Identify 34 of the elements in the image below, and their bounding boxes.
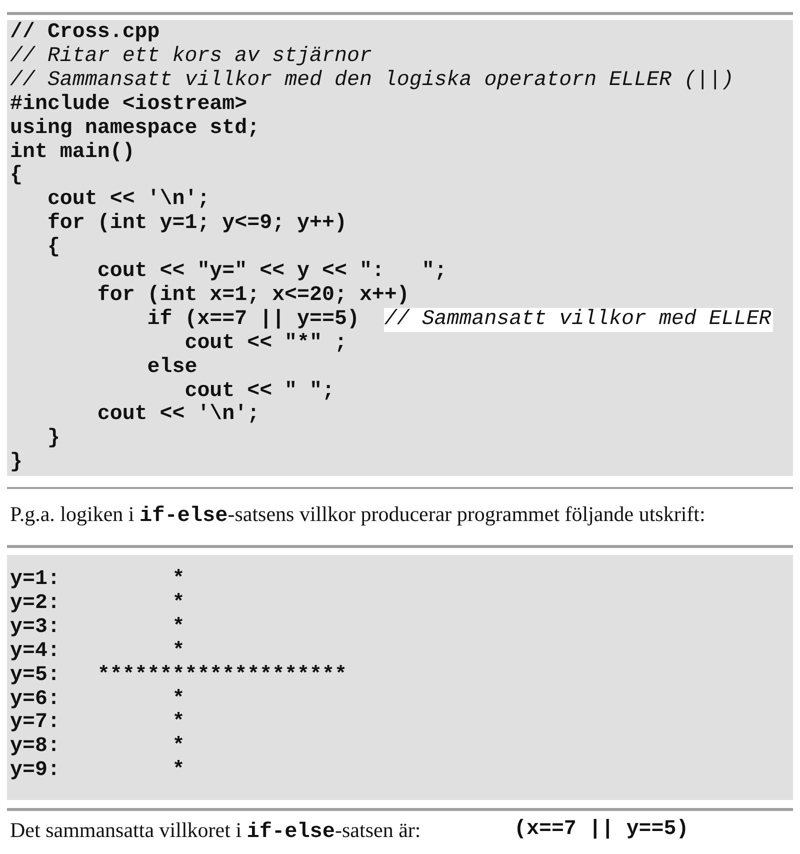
code-line: for (int x=1; x<=20; x++) <box>97 284 410 308</box>
output-line: y=9: * <box>10 759 185 784</box>
code-line: using namespace std; <box>10 116 260 141</box>
body-text: Det sammansatta villkoret i if-else-satsen är: <box>10 818 421 844</box>
body-text: P.g.a. logiken i if-else-satsens villkor producerar programmet följande utskrift: <box>10 502 706 528</box>
code-comment: // Ritar ett kors av stjärnor <box>10 44 372 69</box>
code-line: if (x==7 || y==5) <box>147 308 360 332</box>
code-comment: // Cross.cpp <box>10 21 160 45</box>
program-output-panel <box>7 555 793 800</box>
output-line: y=8: * <box>10 735 185 760</box>
code-line: } <box>47 427 60 452</box>
code-line: else <box>147 356 198 380</box>
output-line: y=3: * <box>10 616 185 640</box>
output-line: y=4: * <box>10 640 185 664</box>
output-line: y=7: * <box>10 711 185 736</box>
code-line: #include <iostream> <box>10 92 248 117</box>
code-line: } <box>10 451 22 476</box>
condition-expression: (x==7 || y==5) <box>514 818 689 842</box>
code-line: int main() <box>10 140 135 164</box>
code-line: { <box>10 164 22 188</box>
code-listing-panel <box>7 20 793 476</box>
code-comment: // Sammansatt villkor med ELLER <box>384 308 774 332</box>
code-line: for (int y=1; y<=9; y++) <box>47 212 347 236</box>
code-line: cout << "y=" << y << ": "; <box>97 260 447 284</box>
code-line: cout << " "; <box>184 380 334 404</box>
code-line: cout << "*" ; <box>184 332 347 356</box>
output-line: y=1: * <box>10 568 185 592</box>
code-line: cout << '\n'; <box>97 403 260 428</box>
output-line: y=5: ******************** <box>10 664 347 688</box>
code-line: cout << '\n'; <box>47 188 210 212</box>
output-line: y=6: * <box>10 688 185 712</box>
code-comment: // Sammansatt villkor med den logiska operatorn ELLER (||) <box>10 68 734 93</box>
code-line: { <box>47 236 60 260</box>
output-line: y=2: * <box>10 592 185 616</box>
